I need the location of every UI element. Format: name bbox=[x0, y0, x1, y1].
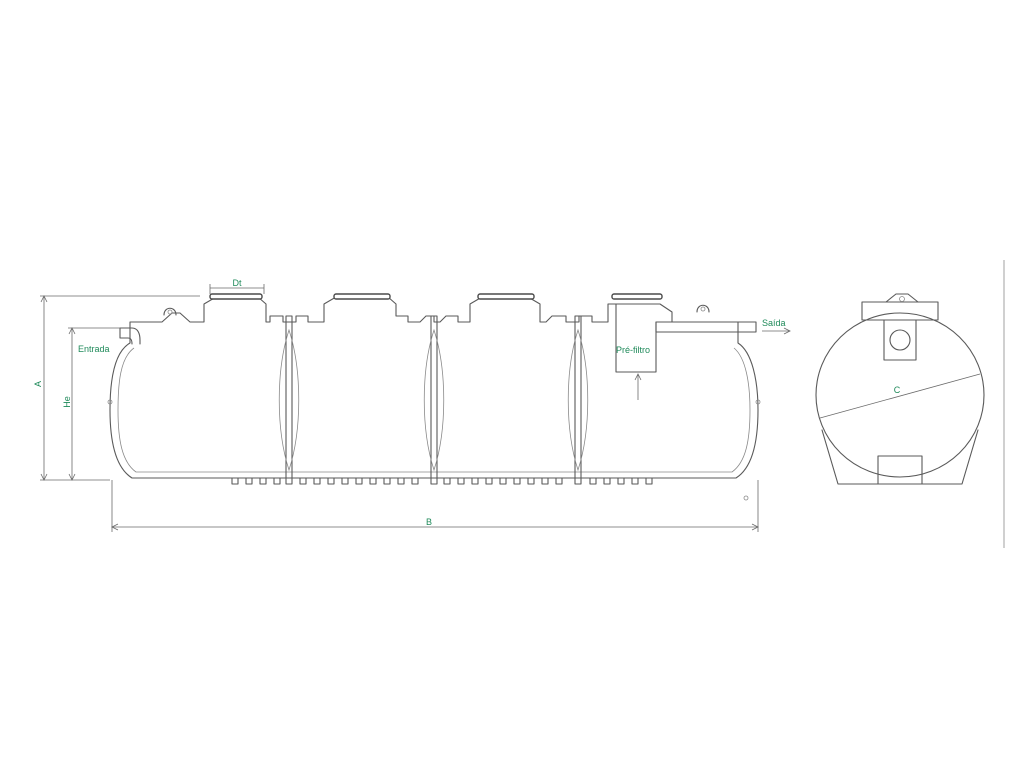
manhole-lid-4 bbox=[611, 293, 663, 300]
tank-side-view bbox=[107, 293, 761, 501]
label-saida: Saída bbox=[762, 318, 786, 328]
lifting-lug-right bbox=[696, 304, 710, 313]
diameter-line-c bbox=[819, 373, 981, 419]
label-a: A bbox=[33, 381, 43, 387]
inlet-pipe bbox=[119, 327, 141, 345]
manhole-lid-1 bbox=[209, 293, 263, 300]
outlet-pipe bbox=[655, 321, 757, 333]
dimension-lines bbox=[40, 284, 791, 532]
tank-end-view bbox=[815, 260, 1005, 548]
label-entrada: Entrada bbox=[78, 344, 110, 354]
label-he: He bbox=[62, 396, 72, 408]
label-dt: Dt bbox=[233, 278, 242, 288]
end-view-base bbox=[821, 429, 979, 485]
reinforcing-ring-3 bbox=[567, 315, 589, 485]
reinforcing-ring-1 bbox=[278, 315, 300, 485]
label-b: B bbox=[426, 517, 432, 527]
label-pre-filtro: Pré-filtro bbox=[616, 345, 650, 355]
end-view-body bbox=[815, 312, 985, 478]
pre-filter-box bbox=[615, 303, 657, 373]
lifting-lug-left bbox=[163, 307, 177, 316]
manhole-lid-3 bbox=[477, 293, 535, 300]
tank-inner-outline bbox=[117, 347, 751, 473]
end-view-top-plate bbox=[861, 301, 939, 321]
label-c: C bbox=[894, 385, 901, 395]
tank-body-outline bbox=[109, 296, 759, 479]
reinforcing-ring-2 bbox=[423, 315, 445, 485]
end-view-inlet-boss bbox=[883, 319, 917, 361]
bottom-corrugation bbox=[231, 477, 653, 485]
manhole-lid-2 bbox=[333, 293, 391, 300]
